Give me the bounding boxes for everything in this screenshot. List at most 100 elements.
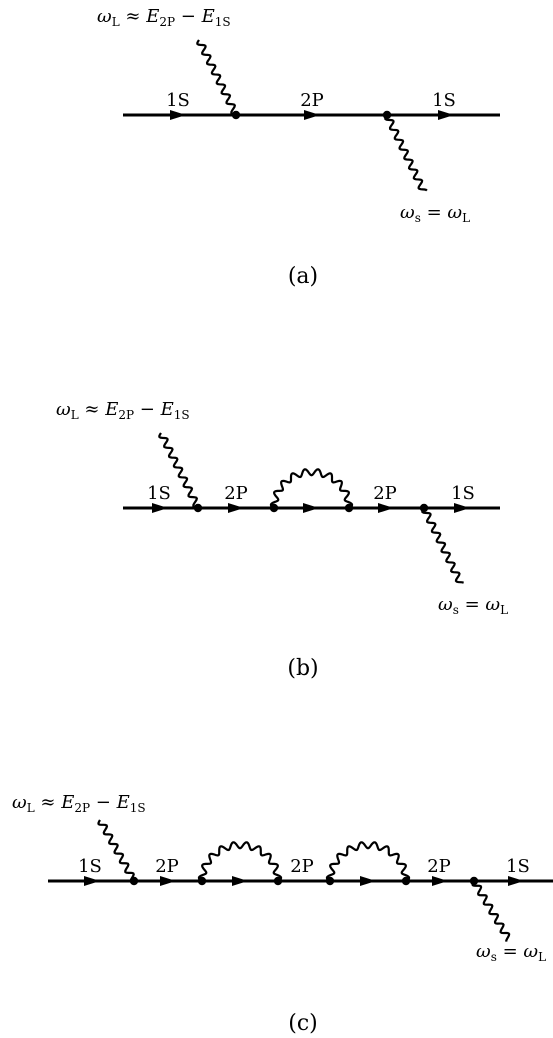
panel-caption: (a) (288, 264, 318, 289)
minus-sign: − (90, 792, 117, 813)
omega-subscript: s (453, 603, 459, 617)
energy-subscript: 1S (174, 408, 190, 422)
interaction-vertex (344, 503, 354, 513)
equals-sign: = (459, 594, 486, 615)
state-label: 2P (224, 483, 248, 504)
self-energy-photon-loop (269, 468, 354, 509)
state-label: 2P (300, 90, 324, 111)
energy-subscript: 1S (215, 15, 231, 29)
omega-subscript: s (491, 950, 497, 964)
omega-symbol: ω (400, 202, 415, 223)
propagation-arrow (378, 503, 394, 513)
state-label: 1S (78, 856, 102, 877)
energy-subscript: 2P (159, 15, 175, 29)
incoming-laser-photon (97, 819, 135, 884)
propagation-arrow (84, 876, 100, 886)
interaction-vertex (193, 503, 203, 513)
incoming-laser-photon (196, 39, 238, 116)
energy-symbol: E (116, 792, 130, 813)
panel-caption: (b) (287, 656, 318, 681)
state-label: 1S (432, 90, 456, 111)
equals-sign: = (497, 941, 524, 962)
interaction-vertex (401, 876, 411, 886)
approx-sign: ≈ (120, 6, 147, 27)
omega-subscript: s (415, 211, 421, 225)
scattered-frequency-label: ωs = ωL (400, 202, 470, 225)
interaction-vertex (419, 503, 429, 513)
energy-symbol: E (145, 6, 159, 27)
state-label: 1S (506, 856, 530, 877)
propagation-arrow (438, 110, 454, 120)
interaction-vertex (269, 503, 279, 513)
omega-symbol: ω (447, 202, 462, 223)
propagation-arrow (304, 110, 320, 120)
state-label: 1S (147, 483, 171, 504)
propagation-arrow (303, 503, 319, 513)
interaction-vertex (197, 876, 207, 886)
omega-symbol: ω (12, 792, 27, 813)
omega-symbol: ω (523, 941, 538, 962)
interaction-vertex (469, 876, 479, 886)
interaction-vertex (273, 876, 283, 886)
self-energy-photon-loop (325, 841, 411, 882)
omega-subscript: L (462, 211, 470, 225)
energy-subscript: 2P (74, 801, 90, 815)
propagation-arrow (160, 876, 176, 886)
omega-subscript: L (27, 801, 35, 815)
energy-symbol: E (104, 399, 118, 420)
scattered-photon (421, 507, 464, 584)
self-energy-photon-loop (197, 841, 283, 882)
interaction-vertex (129, 876, 139, 886)
energy-subscript: 2P (118, 408, 134, 422)
energy-subscript: 1S (130, 801, 146, 815)
propagation-arrow (170, 110, 186, 120)
omega-subscript: L (538, 950, 546, 964)
equals-sign: = (421, 202, 448, 223)
energy-symbol: E (60, 792, 74, 813)
minus-sign: − (134, 399, 161, 420)
laser-frequency-label: ωL ≈ E2P − E1S (56, 399, 190, 422)
propagation-arrow (152, 503, 168, 513)
propagation-arrow (432, 876, 448, 886)
omega-subscript: L (112, 15, 120, 29)
omega-subscript: L (500, 603, 508, 617)
state-label: 2P (427, 856, 451, 877)
approx-sign: ≈ (79, 399, 106, 420)
scattered-photon (384, 114, 428, 192)
interaction-vertex (382, 110, 392, 120)
minus-sign: − (175, 6, 202, 27)
propagation-arrow (508, 876, 524, 886)
omega-symbol: ω (56, 399, 71, 420)
scattered-photon (471, 880, 511, 942)
omega-symbol: ω (485, 594, 500, 615)
state-label: 1S (451, 483, 475, 504)
interaction-vertex (231, 110, 241, 120)
interaction-vertex (325, 876, 335, 886)
approx-sign: ≈ (35, 792, 62, 813)
scattered-frequency-label: ωs = ωL (438, 594, 508, 617)
state-label: 2P (155, 856, 179, 877)
laser-frequency-label: ωL ≈ E2P − E1S (97, 6, 231, 29)
incoming-laser-photon (158, 432, 200, 509)
energy-symbol: E (201, 6, 215, 27)
energy-symbol: E (160, 399, 174, 420)
omega-symbol: ω (476, 941, 491, 962)
omega-subscript: L (71, 408, 79, 422)
state-label: 1S (166, 90, 190, 111)
propagation-arrow (454, 503, 470, 513)
propagation-arrow (228, 503, 244, 513)
panel-caption: (c) (288, 1011, 318, 1036)
omega-symbol: ω (438, 594, 453, 615)
state-label: 2P (290, 856, 314, 877)
laser-frequency-label: ωL ≈ E2P − E1S (12, 792, 146, 815)
propagation-arrow (232, 876, 248, 886)
state-label: 2P (373, 483, 397, 504)
propagation-arrow (360, 876, 376, 886)
omega-symbol: ω (97, 6, 112, 27)
scattered-frequency-label: ωs = ωL (476, 941, 546, 964)
